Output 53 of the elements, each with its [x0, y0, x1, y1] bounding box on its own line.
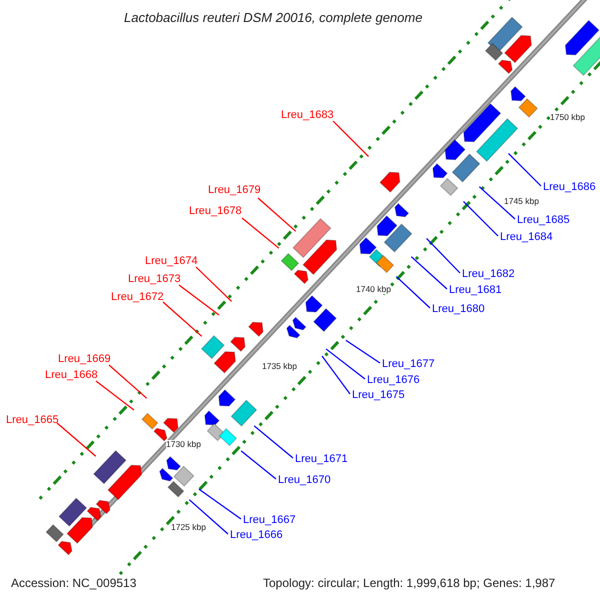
leader-line: [478, 186, 516, 220]
gene-label: Lreu_1679: [208, 185, 261, 196]
gene-label: Lreu_1672: [111, 292, 164, 303]
gene-label: Lreu_1684: [500, 232, 553, 243]
gene-label: Lreu_1673: [128, 274, 181, 285]
gene-label: Lreu_1674: [145, 256, 198, 267]
gene-label: Lreu_1681: [449, 285, 502, 296]
tick-label: 1730 kbp: [166, 440, 201, 448]
gene-label: Lreu_1675: [352, 390, 405, 401]
leader-line: [463, 201, 498, 236]
leader-line: [426, 238, 460, 274]
leader-line: [198, 488, 242, 520]
accession-text: Accession: NC_009513: [9, 576, 138, 590]
gene-label: Lreu_1668: [45, 370, 98, 381]
gene-label: Lreu_1678: [189, 206, 242, 217]
gene-label: Lreu_1685: [517, 215, 570, 226]
leader-line: [346, 340, 380, 364]
leader-line: [178, 284, 220, 316]
tick-label: 1725 kbp: [171, 523, 206, 532]
leader-line: [162, 302, 202, 337]
gene-label: Lreu_1680: [432, 304, 485, 315]
title: Lactobacillus reuteri DSM 20016, complete genome: [124, 11, 422, 24]
gene-label: Lreu_1666: [230, 530, 283, 541]
leader-line: [410, 256, 448, 290]
leader-line: [188, 499, 228, 534]
leader-line: [242, 218, 280, 249]
leader-line: [322, 356, 350, 394]
gene-label: Lreu_1671: [295, 454, 348, 465]
leader-line: [56, 422, 96, 457]
leader-line: [508, 153, 542, 186]
leader-line: [196, 266, 232, 302]
gene-label: Lreu_1676: [367, 375, 420, 386]
gene-label: Lreu_1669: [58, 354, 111, 365]
gene-label: Lreu_1670: [278, 475, 331, 486]
leader-line: [96, 380, 134, 411]
leader-line: [240, 450, 276, 480]
gene-label: Lreu_1677: [382, 359, 435, 370]
genome-summary-text: Topology: circular; Length: 1,999,618 bp; Genes: 1,987: [261, 576, 558, 590]
leader-line: [108, 364, 148, 399]
leader-line: [396, 276, 430, 308]
leader-line: [258, 198, 296, 232]
gene-label: Lreu_1665: [6, 415, 59, 426]
leader-line: [332, 120, 369, 157]
gene-label: Lreu_1667: [243, 515, 296, 526]
leader-line: [254, 425, 294, 458]
gene-label: Lreu_1686: [543, 182, 596, 193]
tick-label: 1745 kbp: [504, 197, 539, 206]
tick-label: 1750 kbp: [550, 113, 585, 122]
gene-label: Lreu_1683: [281, 110, 334, 121]
tick-label: 1740 kbp: [356, 285, 391, 294]
tick-label: 1735 kbp: [262, 362, 297, 370]
gene-label: Lreu_1682: [462, 269, 515, 280]
leader-line: [326, 348, 366, 380]
